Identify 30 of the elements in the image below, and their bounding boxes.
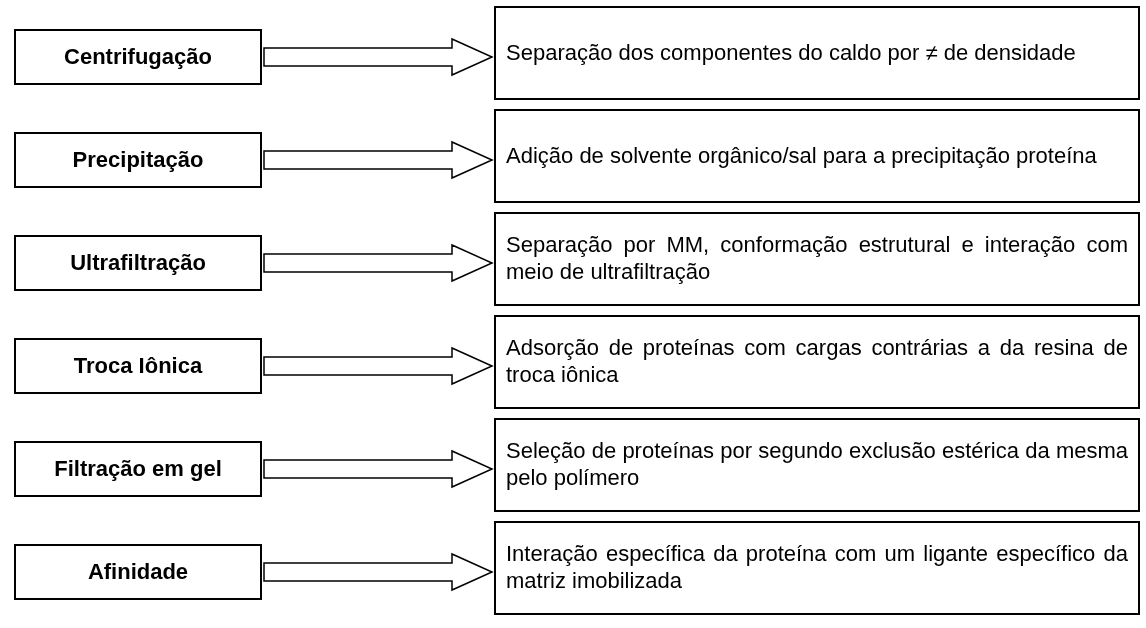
- description-box: [494, 109, 1140, 203]
- block-arrow: [263, 243, 494, 283]
- block-arrow: [263, 140, 494, 180]
- method-label: Afinidade: [87, 559, 189, 585]
- block-arrow: [263, 37, 494, 77]
- method-label: Centrifugação: [64, 44, 212, 70]
- block-arrow: [263, 449, 494, 489]
- description-box: [494, 6, 1140, 100]
- method-label: Troca Iônica: [73, 353, 203, 379]
- description-text: Separação por MM, conformação estrutural e interação com meio de ultrafiltração: [506, 232, 1128, 286]
- method-box: [14, 132, 262, 188]
- method-box: [14, 441, 262, 497]
- method-label: Filtração em gel: [54, 456, 222, 482]
- block-arrow: [263, 346, 494, 386]
- description-text: Interação específica da proteína com um ligante específico da matriz imobilizada: [506, 541, 1128, 595]
- description-box: [494, 315, 1140, 409]
- method-label: Precipitação: [72, 147, 204, 173]
- description-box: [494, 418, 1140, 512]
- description-text: Separação dos componentes do caldo por ≠ de densidade: [506, 39, 1077, 67]
- description-text: Adsorção de proteínas com cargas contrárias a da resina de troca iônica: [506, 335, 1128, 389]
- method-box: [14, 338, 262, 394]
- method-box: [14, 235, 262, 291]
- method-label: Ultrafiltração: [70, 250, 206, 276]
- method-box: [14, 29, 262, 85]
- block-arrow: [263, 552, 494, 592]
- description-box: [494, 521, 1140, 615]
- description-box: [494, 212, 1140, 306]
- method-box: [14, 544, 262, 600]
- description-text: Adição de solvente orgânico/sal para a precipitação proteína: [506, 142, 1098, 170]
- description-text: Seleção de proteínas por segundo exclusão estérica da mesma pelo polímero: [506, 438, 1128, 492]
